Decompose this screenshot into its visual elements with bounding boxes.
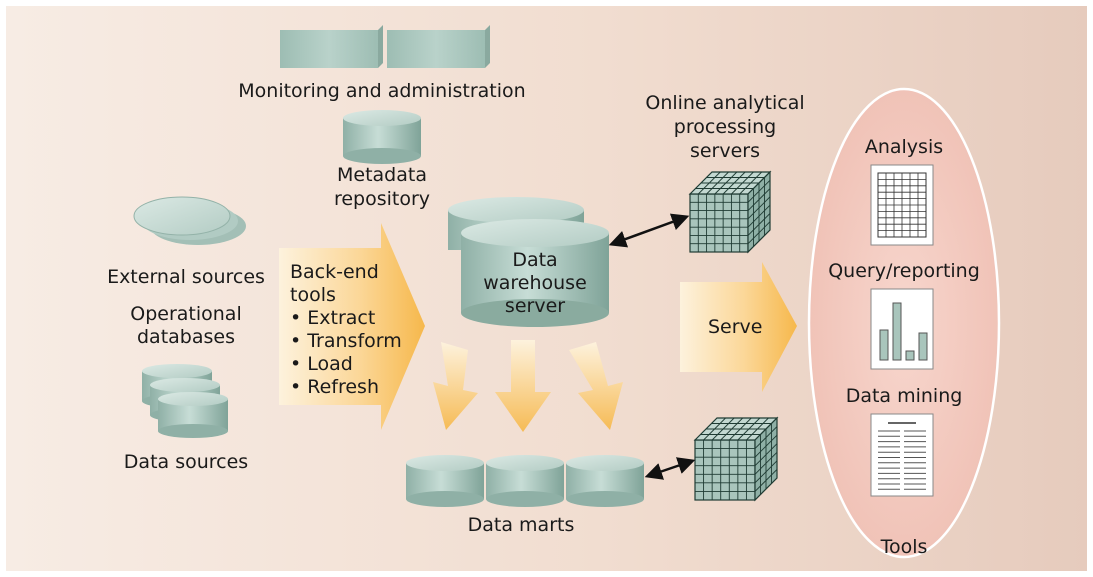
olap-cube-bottom xyxy=(693,416,779,502)
data-marts-cylinders xyxy=(406,455,644,507)
data-sources-label: Data sources xyxy=(124,451,248,473)
olap-cube-top xyxy=(688,170,772,254)
tools-label: Tools xyxy=(880,536,928,558)
warehouse-label-line2: warehouse xyxy=(483,272,587,294)
data-mining-label: Data mining xyxy=(846,385,963,407)
operational-databases-label-line2: databases xyxy=(137,326,235,348)
warehouse-olap-connector xyxy=(608,213,690,248)
datamart-olap-connector xyxy=(644,457,696,480)
external-sources-label: External sources xyxy=(107,266,265,288)
warehouse-label-line1: Data xyxy=(512,249,557,271)
backend-item-transform: • Transform xyxy=(290,330,402,352)
backend-item-extract: • Extract xyxy=(290,307,375,329)
operational-databases-cylinders xyxy=(142,364,228,438)
analysis-spreadsheet-icon xyxy=(870,164,934,246)
query-reporting-chart-icon xyxy=(870,288,934,370)
monitoring-label: Monitoring and administration xyxy=(238,80,525,102)
down-arrow-center xyxy=(495,340,551,432)
warehouse-label-line3: server xyxy=(505,295,565,317)
query-reporting-label: Query/reporting xyxy=(828,260,980,282)
serve-arrow xyxy=(680,262,797,392)
backend-title-line2: tools xyxy=(290,284,336,306)
data-marts-label: Data marts xyxy=(468,514,575,536)
external-sources-disks xyxy=(133,196,246,245)
metadata-repository-cylinder xyxy=(343,110,421,164)
backend-title-line1: Back-end xyxy=(290,261,379,283)
data-warehouse-server-cylinders xyxy=(448,197,609,327)
operational-databases-label-line1: Operational xyxy=(130,303,241,325)
metadata-label-line2: repository xyxy=(334,188,430,210)
serve-label: Serve xyxy=(708,316,763,338)
data-mining-document-icon xyxy=(870,413,934,497)
metadata-label-line1: Metadata xyxy=(337,164,427,186)
olap-label-line3: servers xyxy=(690,140,760,162)
backend-item-refresh: • Refresh xyxy=(290,376,379,398)
down-arrow-right xyxy=(569,342,623,430)
monitoring-boxes xyxy=(280,25,490,68)
backend-item-load: • Load xyxy=(290,353,353,375)
olap-label-line1: Online analytical xyxy=(645,92,804,114)
backend-tools-arrow xyxy=(279,223,425,430)
analysis-label: Analysis xyxy=(865,136,943,158)
olap-label-line2: processing xyxy=(674,116,776,138)
down-arrow-left xyxy=(433,342,478,430)
